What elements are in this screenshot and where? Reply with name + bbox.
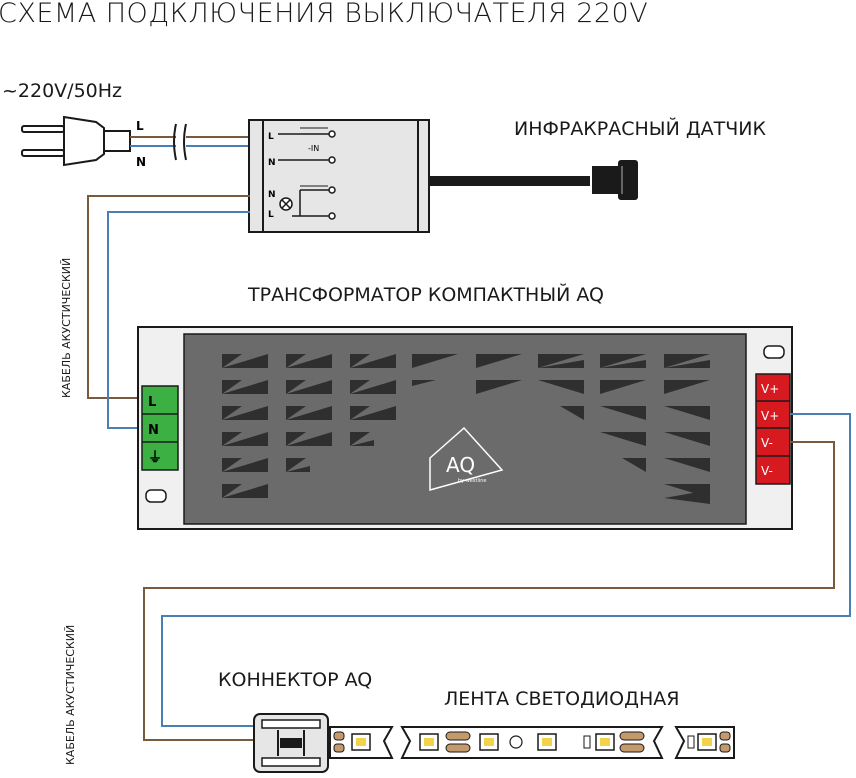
strip-label: ЛЕНТА СВЕТОДИОДНАЯ	[444, 688, 680, 710]
output-terminal-vminus-2: V-	[761, 464, 773, 478]
mount-slot-right	[763, 345, 785, 359]
input-terminal-n: N	[148, 423, 159, 438]
in-label: -IN	[308, 144, 319, 153]
page-title: СХЕМА ПОДКЛЮЧЕНИЯ ВЫКЛЮЧАТЕЛЯ 220V	[0, 0, 649, 29]
output-terminal-vplus-1: V+	[761, 382, 779, 396]
terminal-n-out: N	[268, 190, 276, 200]
sensor-switch-box: L N N L -IN	[248, 119, 430, 233]
transformer-body: AQ by westline	[137, 326, 793, 530]
lamp-icon	[279, 197, 293, 211]
plug-n-label: N	[136, 155, 146, 169]
switch-to-psu-wires	[87, 195, 250, 429]
ventilation-grille	[222, 354, 710, 504]
logo-subtext: by westline	[458, 478, 486, 484]
terminal-n-in: N	[268, 158, 276, 168]
mains-wires	[130, 123, 250, 161]
sensor-label: ИНФРАКРАСНЫЙ ДАТЧИК	[514, 118, 767, 140]
input-terminal-l: L	[148, 395, 156, 410]
output-terminal-block: V+ V+ V- V-	[755, 373, 791, 485]
terminal-l-out: L	[268, 210, 274, 220]
aq-connector	[253, 713, 329, 773]
transformer-label: ТРАНСФОРМАТОР КОМПАКТНЫЙ AQ	[248, 284, 604, 306]
mains-voltage-label: ~220V/50Hz	[2, 80, 123, 102]
terminal-l-in: L	[268, 132, 274, 142]
strip-logo-icon	[509, 735, 523, 749]
connector-label: КОННЕКТОР AQ	[218, 669, 373, 691]
output-terminal-vplus-2: V+	[761, 409, 779, 423]
output-terminal-vminus-1: V-	[761, 436, 773, 450]
power-plug: L N	[21, 115, 146, 169]
low-voltage-wires	[143, 413, 851, 741]
ir-sensor	[429, 160, 638, 200]
plug-l-label: L	[136, 119, 144, 133]
input-terminal-ground: ⏚	[148, 450, 162, 466]
logo-text: AQ	[446, 453, 475, 477]
mount-slot-left	[145, 489, 167, 503]
led-strip	[329, 726, 735, 759]
input-terminal-block: L N ⏚	[141, 385, 179, 471]
aq-logo-icon: AQ by westline	[429, 426, 504, 491]
